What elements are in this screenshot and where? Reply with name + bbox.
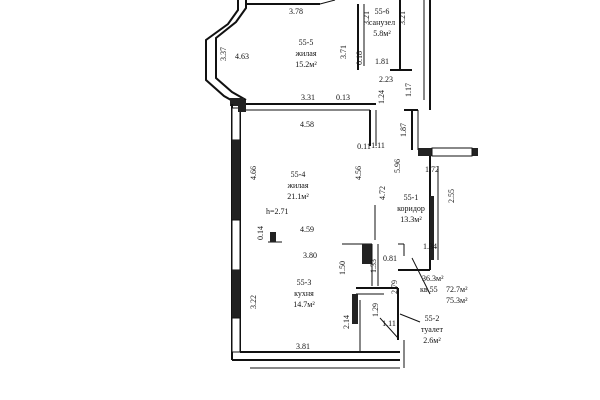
dim-label: 1.34 [423,242,437,251]
summary-area-2: 72.7м² [446,285,468,294]
pillar-bay [230,98,244,106]
room-55-4: 55-4 жилая 21.1м² [286,170,309,201]
dim-label: 4.72 [378,186,387,200]
dim-label: 0.18 [355,51,364,65]
dim-label: 3.81 [296,342,310,351]
dim-label: 0.11 [357,142,371,151]
dim-label: 1.11 [382,319,396,328]
dim-label: 3.80 [303,251,317,260]
dim-label: 1.72 [425,165,439,174]
dim-label: 3.78 [289,7,303,16]
dim-label: 1.50 [338,261,347,275]
room-area: 2.6м² [423,336,441,345]
summary-apartment: кв.55 [420,285,438,294]
dim-label: 3.31 [301,93,315,102]
pillar-center [362,244,372,264]
wall-top-left [205,0,239,105]
room-name: туалет [421,325,443,334]
leader-summary [411,257,431,295]
room-area: 14.7м² [293,300,315,309]
leader-toilet [399,313,421,323]
wall-corr-hatch [430,196,434,260]
pillar-left [270,232,276,242]
summary-area-1: 36.3м² [422,274,444,283]
room-name: санузел [369,18,395,27]
wall-55-2-left [352,294,358,324]
ceiling-height: h=2.71 [266,207,289,216]
room-area: 21.1м² [287,192,309,201]
dim-label: 4.56 [354,166,363,180]
dim-label: 1.17 [404,83,413,97]
summary-area-3: 75.3м² [446,296,468,305]
room-55-3: 55-3 кухня 14.7м² [293,278,315,309]
wall-top-left-inner [215,0,247,101]
dim-label: 3.21 [362,11,371,25]
room-area: 15.2м² [295,60,317,69]
wall-left-solid-1 [232,140,240,220]
room-id: 55-1 [404,193,419,202]
room-area: 13.3м² [400,215,422,224]
room-55-5: 55-5 жилая 15.2м² [294,38,317,69]
door-55-2 [379,317,399,339]
room-name: жилая [286,181,308,190]
dim-label: 4.66 [249,166,258,180]
room-name: кухня [294,289,314,298]
room-area: 5.8м² [373,29,391,38]
dim-label: 3.21 [398,11,407,25]
dim-label: 2.14 [342,315,351,329]
door-corr-ledge [431,147,473,157]
window-left-2 [231,219,241,271]
pillar-55-4 [238,100,246,112]
dim-label: 4.59 [300,225,314,234]
room-id: 55-3 [297,278,312,287]
dim-label: 2.55 [447,189,456,203]
room-id: 55-6 [375,7,390,16]
room-name: жилая [294,49,316,58]
dim-label: 5.96 [393,159,402,173]
dim-label: 1.81 [375,57,389,66]
apartment-summary: 36.3м² кв.55 72.7м² 75.3м² [420,274,468,305]
dim-label: 1.11 [371,141,385,150]
dim-label: 1.24 [377,90,386,104]
dim-label: 0.13 [336,93,350,102]
window-left-3 [231,317,241,353]
room-id: 55-2 [425,314,440,323]
dim-label: 1.33 [369,259,378,273]
dim-label: 1.29 [371,303,380,317]
room-id: 55-5 [299,38,314,47]
dim-label: 3.37 [219,47,228,61]
dim-label: 0.81 [383,254,397,263]
dim-label: 2.79 [390,280,399,294]
dim-label: 0.14 [256,226,265,240]
dim-label: 3.22 [249,295,258,309]
wall-top-diag [319,0,336,5]
dim-label: 3.71 [339,45,348,59]
window-left-1 [231,107,241,141]
dim-label: 2.23 [379,75,393,84]
room-55-6: 55-6 санузел 5.8м² [369,7,395,38]
room-name: коридор [397,204,425,213]
room-55-1: 55-1 коридор 13.3м² [397,193,425,224]
wall-left-solid-2 [232,270,240,318]
dim-label: 4.58 [300,120,314,129]
dim-label: 1.87 [399,123,408,137]
room-id: 55-4 [291,170,306,179]
room-55-2: 55-2 туалет 2.6м² [421,314,443,345]
dim-label: 4.63 [235,52,249,61]
